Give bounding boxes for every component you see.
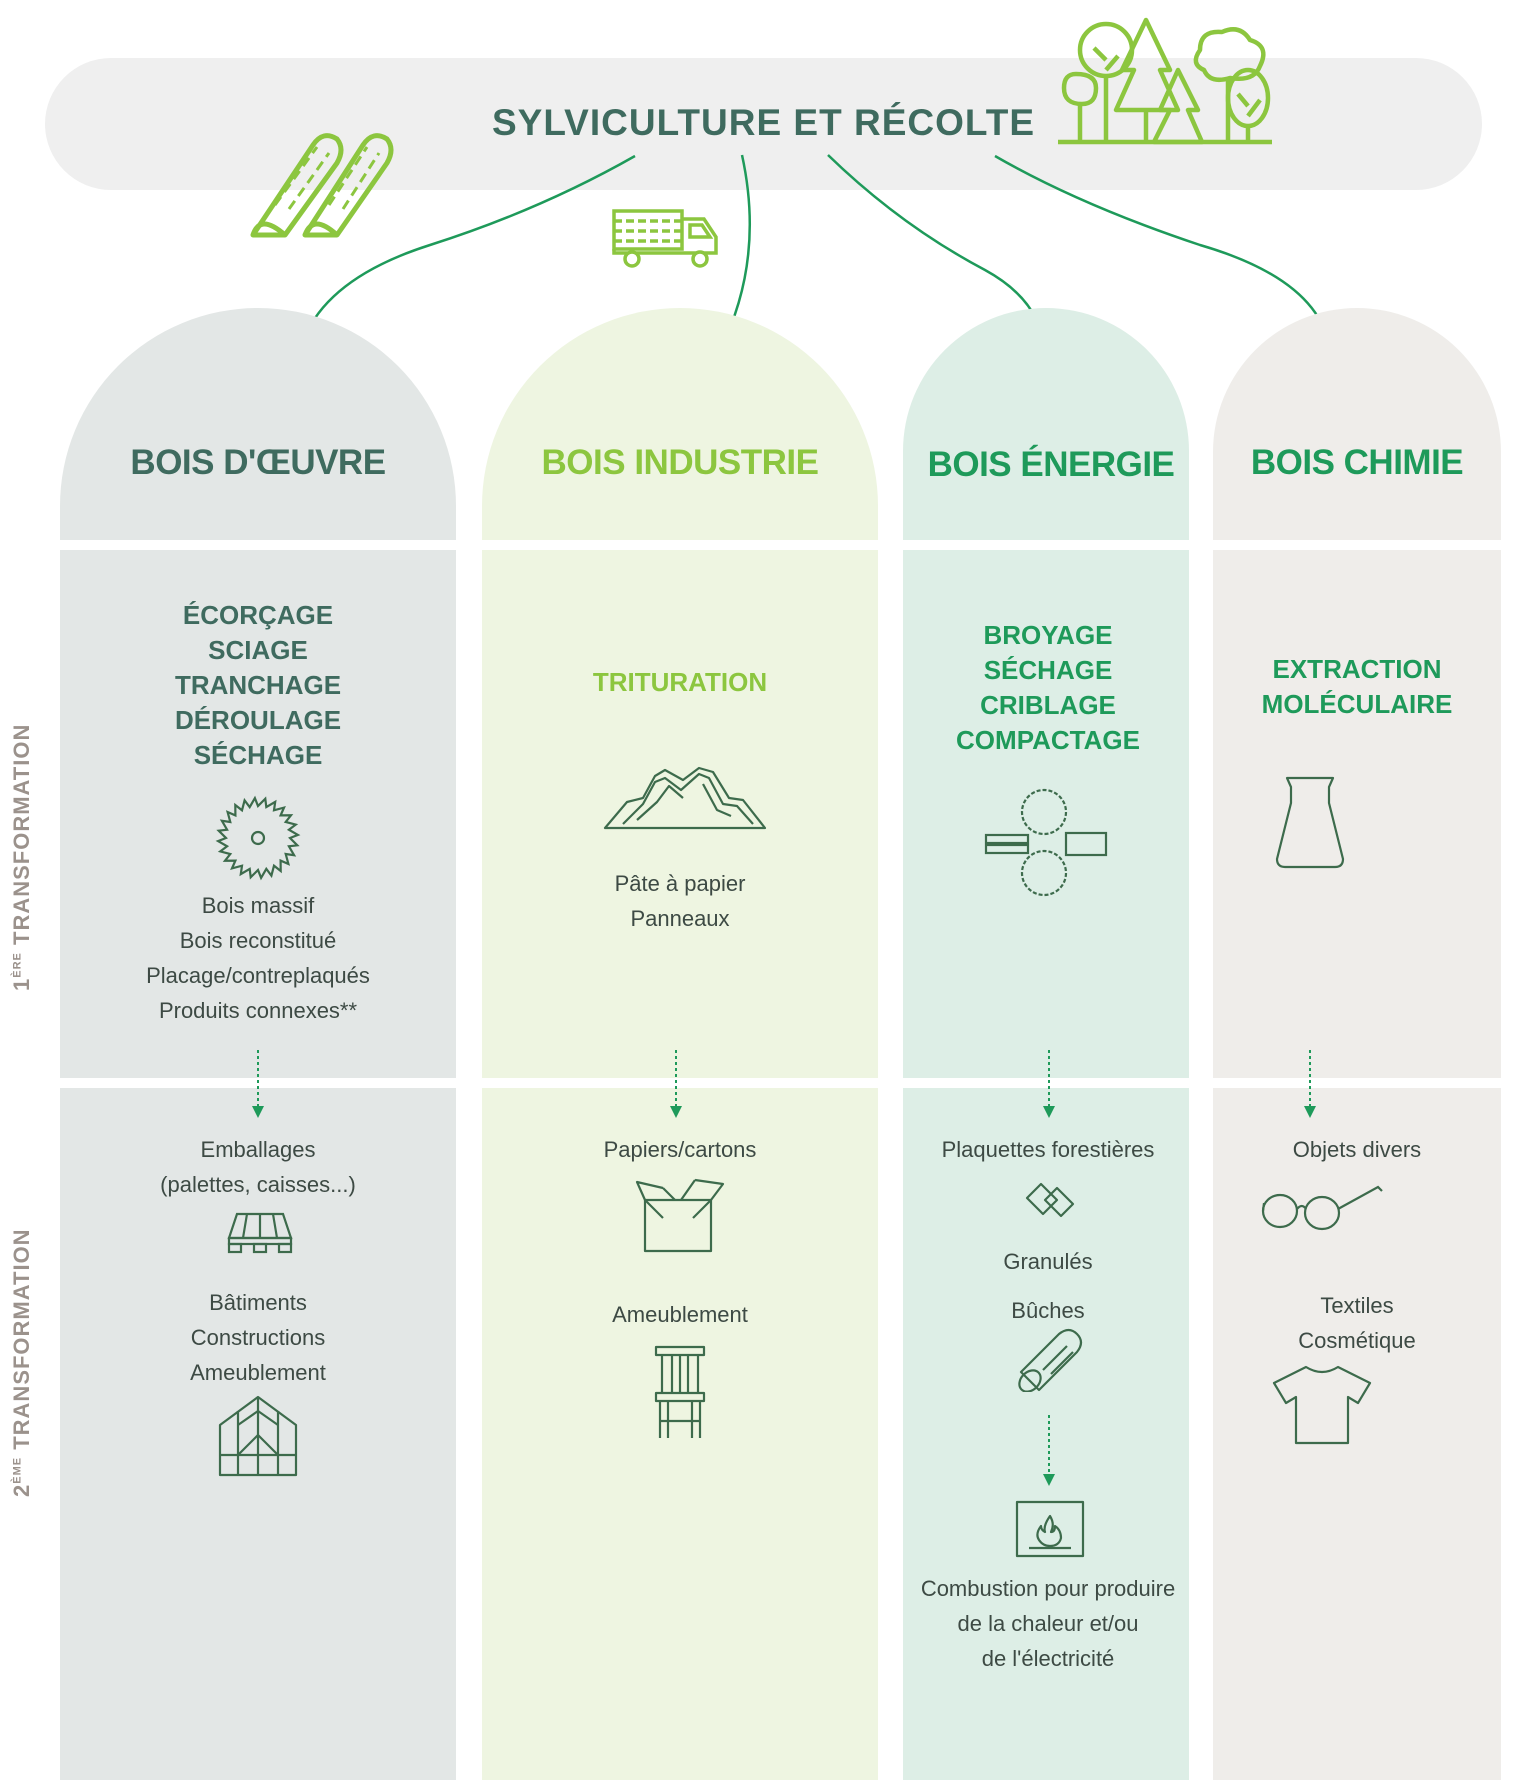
product-list: Emballages (palettes, caisses...) xyxy=(60,1132,456,1202)
column-divider xyxy=(1213,1078,1501,1088)
product-list: Bâtiments Constructions Ameublement xyxy=(60,1285,456,1390)
process-list: ÉCORÇAGE SCIAGE TRANCHAGE DÉROULAGE SÉCH… xyxy=(60,598,456,773)
column-divider xyxy=(482,1078,878,1088)
product-list: Granulés xyxy=(903,1244,1193,1279)
product-item: Bûches xyxy=(1011,1298,1085,1323)
side-label-sup: ÈRE xyxy=(11,952,24,978)
product-item: Cosmétique xyxy=(1298,1328,1416,1353)
chair-icon xyxy=(654,1345,706,1438)
product-item: Produits connexes** xyxy=(158,998,358,1023)
process-item: COMPACTAGE xyxy=(956,725,1140,755)
product-item: (palettes, caisses...) xyxy=(160,1172,356,1197)
process-list: BROYAGE SÉCHAGE CRIBLAGE COMPACTAGE xyxy=(903,618,1193,758)
process-item: EXTRACTION xyxy=(1272,654,1442,684)
product-item: Ameublement xyxy=(190,1360,326,1385)
product-item: Constructions xyxy=(190,1325,326,1350)
product-item: Combustion pour produire xyxy=(920,1576,1176,1601)
fireplace-icon xyxy=(1015,1500,1085,1558)
product-item: de l'électricité xyxy=(981,1646,1115,1671)
product-item: de la chaleur et/ou xyxy=(957,1611,1139,1636)
column-bois-chimie xyxy=(1213,308,1501,1780)
column-divider xyxy=(482,540,878,550)
product-list: Textiles Cosmétique xyxy=(1213,1288,1501,1358)
truck-icon xyxy=(612,209,718,268)
chipper-icon xyxy=(984,788,1108,897)
product-item: Papiers/cartons xyxy=(603,1137,757,1162)
column-title: BOIS INDUSTRIE xyxy=(541,443,819,482)
trees-icon xyxy=(1058,17,1272,145)
side-label-first-transformation: 1ÈRE TRANSFORMATION xyxy=(9,724,35,991)
column-title: BOIS ÉNERGIE xyxy=(927,445,1175,484)
process-item: SCIAGE xyxy=(208,635,308,665)
product-item: Ameublement xyxy=(612,1302,748,1327)
product-item: Panneaux xyxy=(630,906,730,931)
process-item: ÉCORÇAGE xyxy=(182,600,334,630)
process-item: MOLÉCULAIRE xyxy=(1261,689,1453,719)
product-item: Objets divers xyxy=(1292,1137,1422,1162)
process-item: BROYAGE xyxy=(983,620,1113,650)
saw-blade-icon xyxy=(215,795,301,881)
tshirt-icon xyxy=(1272,1365,1372,1445)
log-icon xyxy=(1018,1328,1083,1392)
product-item: Bois reconstitué xyxy=(179,928,337,953)
logs-icon xyxy=(250,133,394,238)
flask-icon xyxy=(1275,776,1345,869)
product-item: Bois massif xyxy=(201,893,315,918)
house-frame-icon xyxy=(218,1395,298,1477)
column-divider xyxy=(903,540,1189,550)
column-title: BOIS CHIMIE xyxy=(1250,443,1464,482)
column-divider xyxy=(1213,540,1501,550)
product-item: Bâtiments xyxy=(209,1290,307,1315)
column-bois-energie xyxy=(903,308,1189,1780)
column-bois-industrie xyxy=(482,308,878,1780)
product-list: Plaquettes forestières xyxy=(903,1132,1193,1167)
wood-pile-icon xyxy=(603,766,767,830)
column-title: BOIS D'ŒUVRE xyxy=(130,443,386,482)
product-item: Pâte à papier xyxy=(614,871,746,896)
product-list: Bois massif Bois reconstitué Placage/con… xyxy=(60,888,456,1028)
header-title: SYLVICULTURE ET RÉCOLTE xyxy=(491,102,1036,143)
product-item: Placage/contreplaqués xyxy=(146,963,370,988)
side-label-sup: ÈME xyxy=(11,1456,24,1484)
process-item: TRITURATION xyxy=(592,667,768,697)
process-item: DÉROULAGE xyxy=(174,705,342,735)
product-item: Plaquettes forestières xyxy=(941,1137,1155,1162)
product-list: Papiers/cartons xyxy=(482,1132,878,1167)
side-label-second-transformation: 2ÈME TRANSFORMATION xyxy=(9,1228,35,1497)
process-item: SÉCHAGE xyxy=(193,740,323,770)
product-item: Granulés xyxy=(1003,1249,1093,1274)
product-list: Objets divers xyxy=(1213,1132,1501,1167)
product-item: Emballages xyxy=(200,1137,316,1162)
column-divider xyxy=(60,540,456,550)
product-list: Combustion pour produire de la chaleur e… xyxy=(903,1571,1193,1676)
box-icon xyxy=(635,1178,725,1253)
column-divider xyxy=(903,1078,1189,1088)
process-item: SÉCHAGE xyxy=(983,655,1113,685)
glasses-icon xyxy=(1261,1185,1383,1231)
process-item: CRIBLAGE xyxy=(980,690,1116,720)
side-label-number: 1 xyxy=(9,977,34,991)
product-item: Textiles xyxy=(1320,1293,1394,1318)
product-list: Pâte à papier Panneaux xyxy=(482,866,878,936)
product-list: Bûches xyxy=(903,1293,1193,1328)
side-label-text: TRANSFORMATION xyxy=(9,723,34,945)
process-list: EXTRACTION MOLÉCULAIRE xyxy=(1213,652,1501,722)
pallet-icon xyxy=(227,1212,293,1254)
wood-chips-icon xyxy=(1025,1182,1075,1218)
side-label-number: 2 xyxy=(9,1483,34,1497)
process-item: TRANCHAGE xyxy=(174,670,342,700)
process-list: TRITURATION xyxy=(482,665,878,700)
product-list: Ameublement xyxy=(482,1297,878,1332)
side-label-text: TRANSFORMATION xyxy=(9,1228,34,1450)
